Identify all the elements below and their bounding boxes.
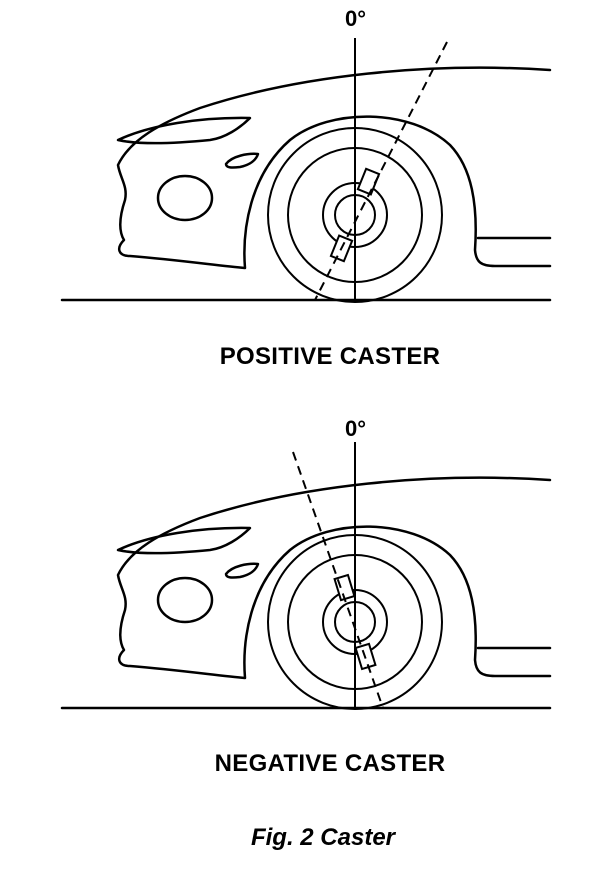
steering-axis-line	[292, 451, 384, 709]
car-body	[116, 66, 552, 270]
zero-degree-label: 0°	[345, 416, 367, 441]
negative-caster-caption: NEGATIVE CASTER	[214, 750, 446, 777]
negative-caster-drawing	[60, 442, 552, 710]
steering-axis-line	[314, 41, 448, 301]
negative-caster-panel: 0° NEGATIVE CASTER	[0, 410, 608, 790]
car-body	[116, 476, 552, 680]
zero-degree-label: 0°	[345, 6, 367, 31]
figure-caption: Fig. 2 Caster	[250, 824, 396, 851]
positive-caster-caption: POSITIVE CASTER	[219, 343, 441, 370]
positive-caster-panel: 0° POSITIVE CASTER	[0, 0, 608, 380]
steering-axis-knuckle	[333, 573, 377, 671]
positive-caster-drawing	[60, 38, 552, 303]
